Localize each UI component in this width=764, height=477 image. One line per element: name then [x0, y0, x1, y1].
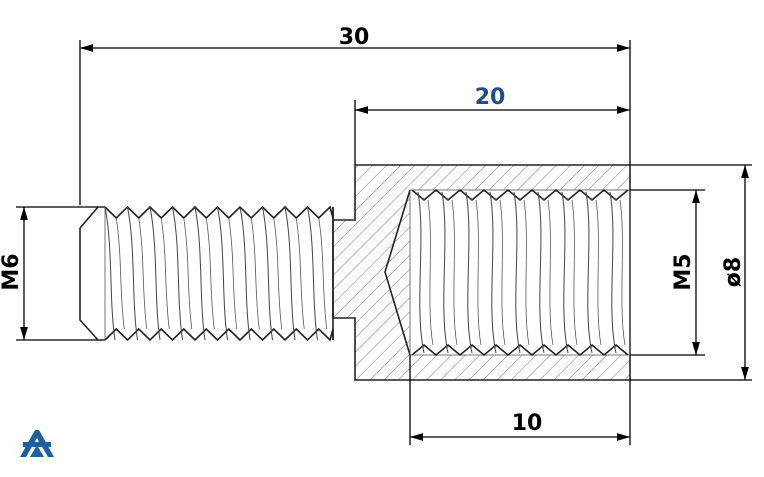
body-section-hatch — [333, 165, 630, 380]
dimension-outer-diameter-label: ø8 — [721, 257, 746, 287]
dimension-female-length: 20 — [354, 85, 630, 165]
thread-crest-line — [104, 206, 116, 341]
thread-crest-line — [149, 206, 161, 341]
thread-crest-line — [489, 191, 497, 354]
dimension-female-thread: M5 — [630, 189, 705, 356]
thread-crest-line — [284, 206, 296, 341]
thread-crest-line — [127, 206, 138, 341]
dimension-female-length-label: 20 — [475, 85, 506, 110]
thread-crest-line — [537, 191, 545, 354]
thread-crest-line — [465, 191, 473, 354]
female-thread — [411, 188, 629, 357]
thread-crest-line — [217, 206, 228, 341]
dimension-male-thread: M6 — [0, 206, 98, 341]
thread-crest-line — [609, 191, 617, 354]
dimension-overall: 30 — [79, 25, 631, 205]
thread-crest-line — [262, 206, 273, 341]
dimension-male-thread-label: M6 — [0, 253, 24, 290]
thread-crest-line — [194, 206, 206, 341]
company-logo-icon — [20, 430, 54, 457]
thread-crest-line — [417, 191, 425, 354]
dimension-female-thread-label: M5 — [671, 253, 696, 290]
dimension-outer-diameter: ø8 — [630, 164, 752, 381]
drill-point — [384, 189, 411, 356]
dimension-overall-label: 30 — [339, 25, 370, 50]
dimension-thread-depth-label: 10 — [512, 411, 543, 436]
standoff-body — [332, 164, 631, 381]
thread-crest-line — [585, 191, 593, 354]
thread-crest-line — [239, 206, 251, 341]
thread-crest-line — [172, 206, 183, 341]
male-thread — [79, 205, 334, 342]
dimension-thread-depth: 10 — [409, 355, 631, 445]
thread-crest-line — [441, 191, 449, 354]
thread-crest-line — [307, 206, 318, 341]
thread-crest-line — [513, 191, 521, 354]
thread-crest-line — [561, 191, 569, 354]
